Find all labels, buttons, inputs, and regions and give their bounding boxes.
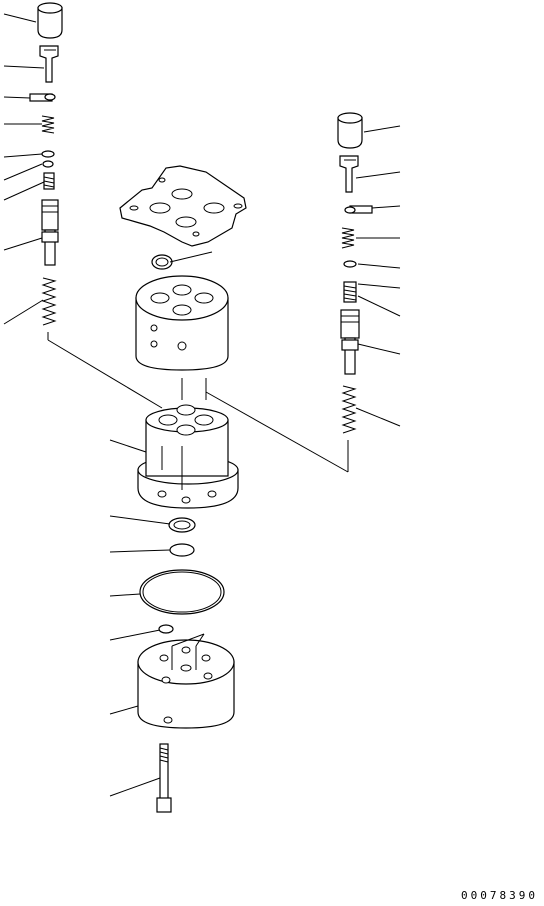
bolt[interactable] xyxy=(156,743,172,813)
right-seat[interactable] xyxy=(344,205,373,214)
upper-body[interactable] xyxy=(135,275,229,371)
right-plunger[interactable] xyxy=(339,155,359,193)
left-seat[interactable] xyxy=(29,93,56,102)
small-disc[interactable] xyxy=(158,624,174,634)
o-ring[interactable] xyxy=(139,569,225,615)
lower-body[interactable] xyxy=(137,633,235,729)
center-leader-lines xyxy=(109,251,213,797)
right-return-spring[interactable] xyxy=(341,385,357,434)
left-plunger[interactable] xyxy=(39,45,59,83)
right-spring[interactable] xyxy=(341,227,355,249)
left-leader-lines xyxy=(3,13,45,325)
top-plate[interactable] xyxy=(119,165,247,247)
left-washer[interactable] xyxy=(42,160,54,168)
seal-ring[interactable] xyxy=(168,517,196,533)
center-body[interactable] xyxy=(137,404,239,509)
left-small-spring[interactable] xyxy=(43,172,55,190)
right-spool[interactable] xyxy=(340,309,360,375)
left-spool[interactable] xyxy=(41,199,59,266)
left-return-spring[interactable] xyxy=(41,277,57,326)
drawing-number: 00078390 xyxy=(461,889,538,902)
right-washer[interactable] xyxy=(343,260,357,268)
right-small-spring[interactable] xyxy=(343,281,357,303)
right-cap[interactable] xyxy=(337,112,363,149)
left-spring[interactable] xyxy=(41,115,55,134)
left-retainer[interactable] xyxy=(41,150,55,158)
disc[interactable] xyxy=(169,543,195,557)
top-seal[interactable] xyxy=(151,254,173,270)
left-cap[interactable] xyxy=(37,2,63,39)
assembly-lines xyxy=(47,332,349,490)
right-leader-lines xyxy=(355,125,401,427)
